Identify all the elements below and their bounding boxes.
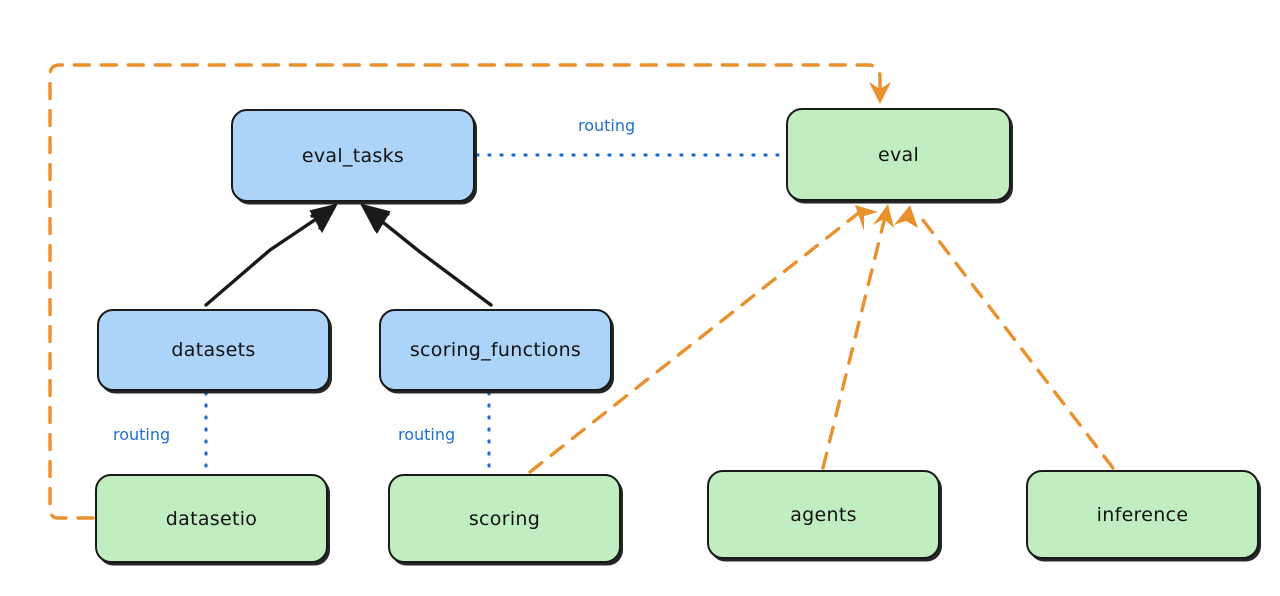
node-scoring-functions[interactable]: scoring_functions bbox=[379, 309, 612, 391]
node-datasets[interactable]: datasets bbox=[97, 309, 330, 391]
edge-datasets-to-eval_tasks bbox=[204, 203, 338, 307]
node-label: scoring_functions bbox=[409, 339, 582, 361]
node-inference[interactable]: inference bbox=[1026, 470, 1259, 559]
edge-agents-to-eval bbox=[821, 204, 894, 470]
node-label: scoring bbox=[468, 507, 541, 530]
node-label: inference bbox=[1096, 503, 1189, 526]
node-eval-tasks[interactable]: eval_tasks bbox=[231, 109, 475, 202]
edge-label-routing-scoring: routing bbox=[398, 425, 456, 444]
node-label: eval bbox=[877, 143, 920, 166]
edge-label-routing-eval: routing bbox=[578, 116, 636, 135]
node-agents[interactable]: agents bbox=[707, 470, 940, 559]
edge-inference-to-eval bbox=[894, 205, 1115, 470]
edge-label-routing-datasetio: routing bbox=[113, 425, 171, 444]
edge-scoringfunctions-to-eval_tasks bbox=[359, 203, 493, 307]
node-eval[interactable]: eval bbox=[786, 108, 1011, 201]
node-label: datasetio bbox=[165, 507, 258, 530]
node-scoring[interactable]: scoring bbox=[388, 474, 621, 563]
node-label: eval_tasks bbox=[301, 144, 405, 167]
node-label: agents bbox=[790, 503, 857, 526]
node-label: datasets bbox=[171, 339, 256, 361]
node-datasetio[interactable]: datasetio bbox=[95, 474, 328, 563]
